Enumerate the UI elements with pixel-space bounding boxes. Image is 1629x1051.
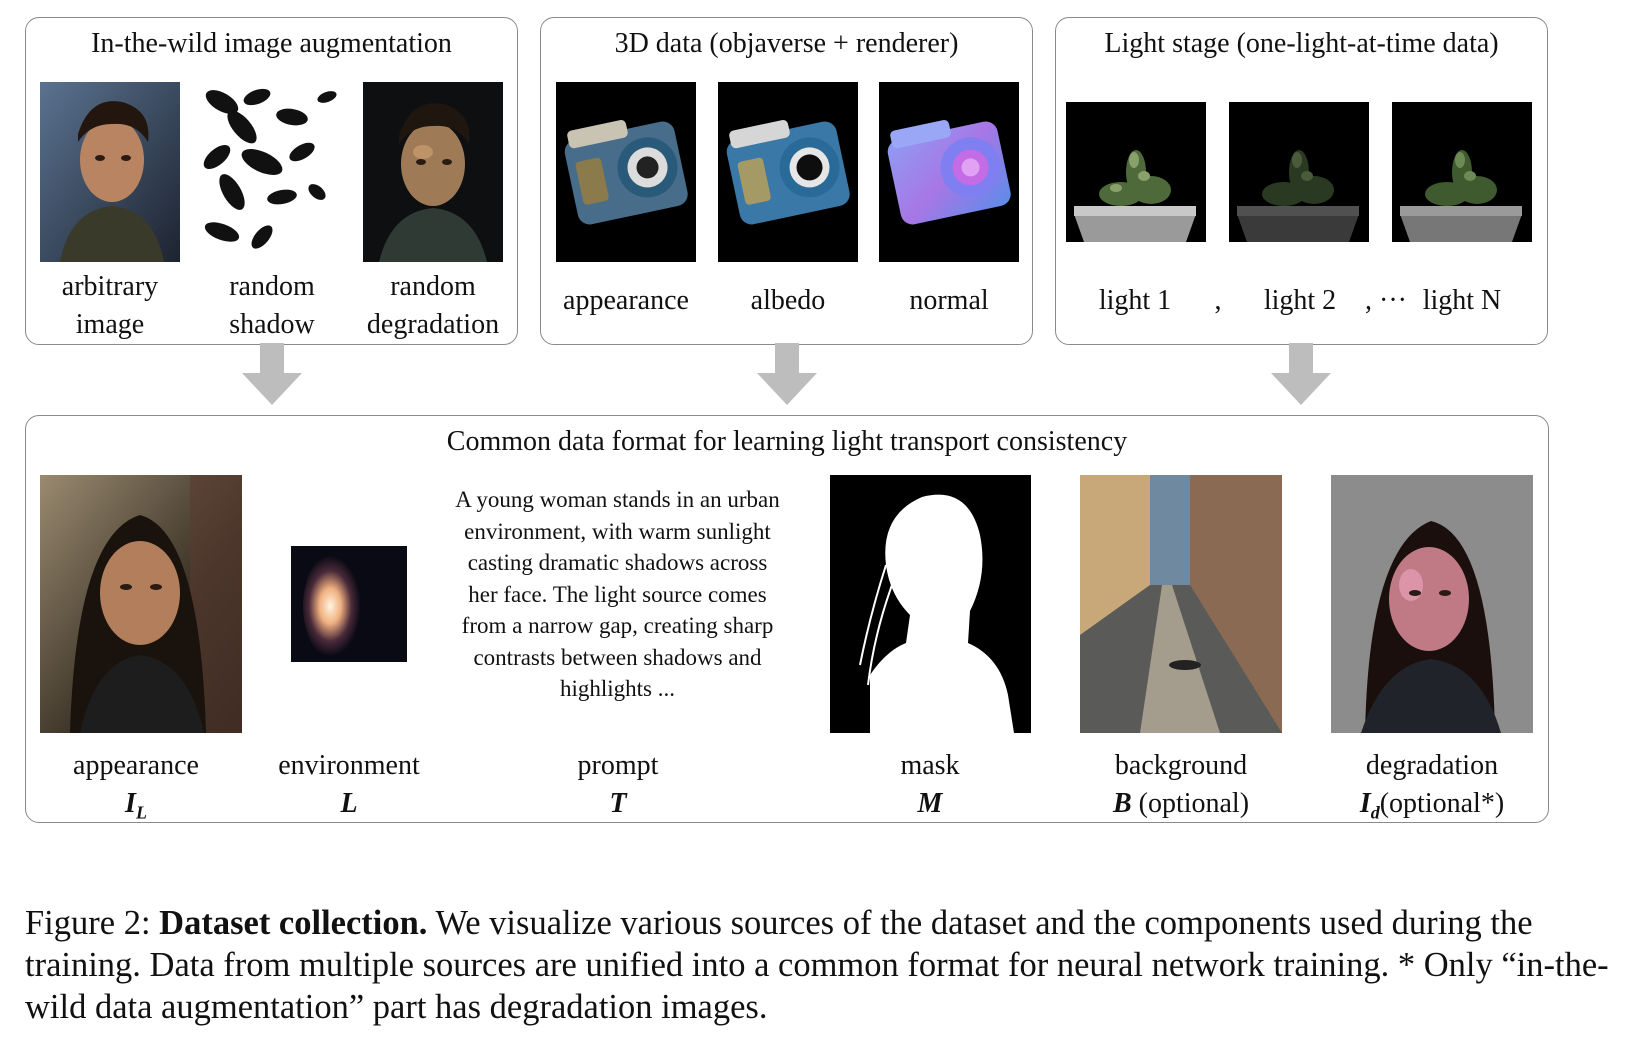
label-light-2: light 2 — [1263, 285, 1337, 316]
down-arrow-icon — [242, 343, 302, 405]
camera-albedo-image — [718, 82, 858, 262]
plant-light-1-image — [1066, 102, 1206, 242]
background-street-image — [1080, 475, 1282, 733]
camera-appearance-image — [556, 82, 696, 262]
arbitrary-portrait-image — [40, 82, 180, 262]
degradation-portrait-image — [1331, 475, 1533, 733]
plant-light-n-image — [1392, 102, 1532, 242]
camera-normal-image — [879, 82, 1019, 262]
mask-image — [830, 475, 1031, 733]
label-degradation-id: degradation Id(optional*) — [1359, 750, 1505, 823]
label-environment-l: environment L — [278, 750, 420, 819]
panel-title: Light stage (one-light-at-time data) — [1104, 28, 1499, 59]
panel-title: 3D data (objaverse + renderer) — [614, 28, 959, 59]
label-light-n: light N — [1422, 285, 1502, 316]
plant-light-2-image — [1229, 102, 1369, 242]
label-normal: normal — [909, 285, 989, 316]
prompt-text: A young woman stands in an urban environ… — [455, 487, 780, 701]
label-prompt-t: prompt T — [577, 750, 659, 819]
label-light-1: light 1 — [1098, 285, 1172, 316]
separator-comma: , — [1214, 285, 1222, 316]
separator-ellipsis: , ··· — [1365, 285, 1407, 316]
appearance-portrait-image — [40, 475, 242, 733]
figure-caption: Figure 2: Dataset collection. We visuali… — [25, 904, 1609, 1026]
label-appearance-il: appearance IL — [73, 750, 199, 823]
panel-common-format: Common data format for learning light tr… — [25, 415, 1549, 823]
label-appearance: appearance — [563, 285, 689, 316]
down-arrow-icon — [757, 343, 817, 405]
label-background-b: background B (optional) — [1112, 750, 1250, 819]
down-arrow-icon — [1271, 343, 1331, 405]
panel-title: In-the-wild image augmentation — [91, 28, 452, 59]
random-degradation-image — [363, 82, 503, 262]
random-shadow-image — [202, 82, 342, 262]
label-albedo: albedo — [750, 285, 826, 316]
environment-map-image — [291, 546, 407, 662]
panel-title: Common data format for learning light tr… — [446, 426, 1128, 457]
label-mask-m: mask M — [900, 750, 960, 819]
